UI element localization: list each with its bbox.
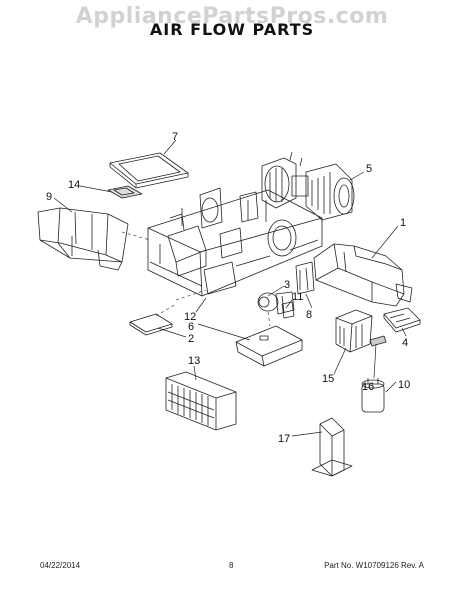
callout-13: 13 bbox=[188, 355, 200, 367]
part-6-base-plate[interactable] bbox=[235, 325, 303, 367]
part-9-duct-panel[interactable] bbox=[37, 207, 129, 271]
part-7-filter[interactable] bbox=[109, 152, 189, 189]
callout-15: 15 bbox=[322, 373, 334, 385]
callout-2: 2 bbox=[188, 333, 194, 345]
part-5-blower[interactable] bbox=[261, 151, 355, 221]
part-11-sensor[interactable] bbox=[281, 301, 295, 319]
callout-3: 3 bbox=[284, 279, 290, 291]
part-10-capacitor[interactable] bbox=[361, 378, 385, 413]
part-17-stand[interactable] bbox=[311, 417, 353, 477]
part-16-clip[interactable] bbox=[369, 335, 387, 347]
part-4-bracket[interactable] bbox=[383, 307, 421, 333]
callout-14: 14 bbox=[68, 179, 80, 191]
footer-date: 04/22/2014 bbox=[40, 561, 81, 570]
assembly-guide-lines bbox=[121, 231, 271, 327]
footer-page-number: 8 bbox=[229, 561, 234, 570]
callout-16: 16 bbox=[362, 381, 374, 393]
callout-4: 4 bbox=[402, 337, 408, 349]
callout-8: 8 bbox=[306, 309, 312, 321]
callout-5: 5 bbox=[366, 163, 372, 175]
footer-part-number: Part No. W10709126 Rev. A bbox=[324, 561, 424, 570]
callout-11: 11 bbox=[292, 291, 303, 303]
page-title: AIR FLOW PARTS bbox=[149, 20, 315, 39]
callout-17: 17 bbox=[278, 433, 290, 445]
part-15-transformer[interactable] bbox=[335, 309, 373, 353]
callout-1: 1 bbox=[400, 217, 406, 229]
callout-6: 6 bbox=[188, 321, 194, 333]
site-watermark: AppliancePartsPros.com bbox=[75, 4, 389, 29]
callout-10: 10 bbox=[398, 379, 410, 391]
leader-lines bbox=[53, 139, 407, 437]
part-8-bracket[interactable] bbox=[295, 261, 315, 295]
part-2-cover-plate[interactable] bbox=[129, 313, 173, 336]
part-14-label[interactable] bbox=[107, 185, 143, 199]
chassis-base[interactable] bbox=[147, 187, 323, 297]
part-1-air-duct[interactable] bbox=[313, 243, 413, 307]
callout-12: 12 bbox=[184, 311, 196, 323]
callout-labels: 7 5 14 9 1 3 11 12 8 2 6 4 13 15 16 10 1… bbox=[46, 131, 410, 445]
part-13-grille[interactable] bbox=[165, 371, 237, 431]
callout-7: 7 bbox=[172, 131, 178, 143]
callout-9: 9 bbox=[46, 191, 52, 203]
